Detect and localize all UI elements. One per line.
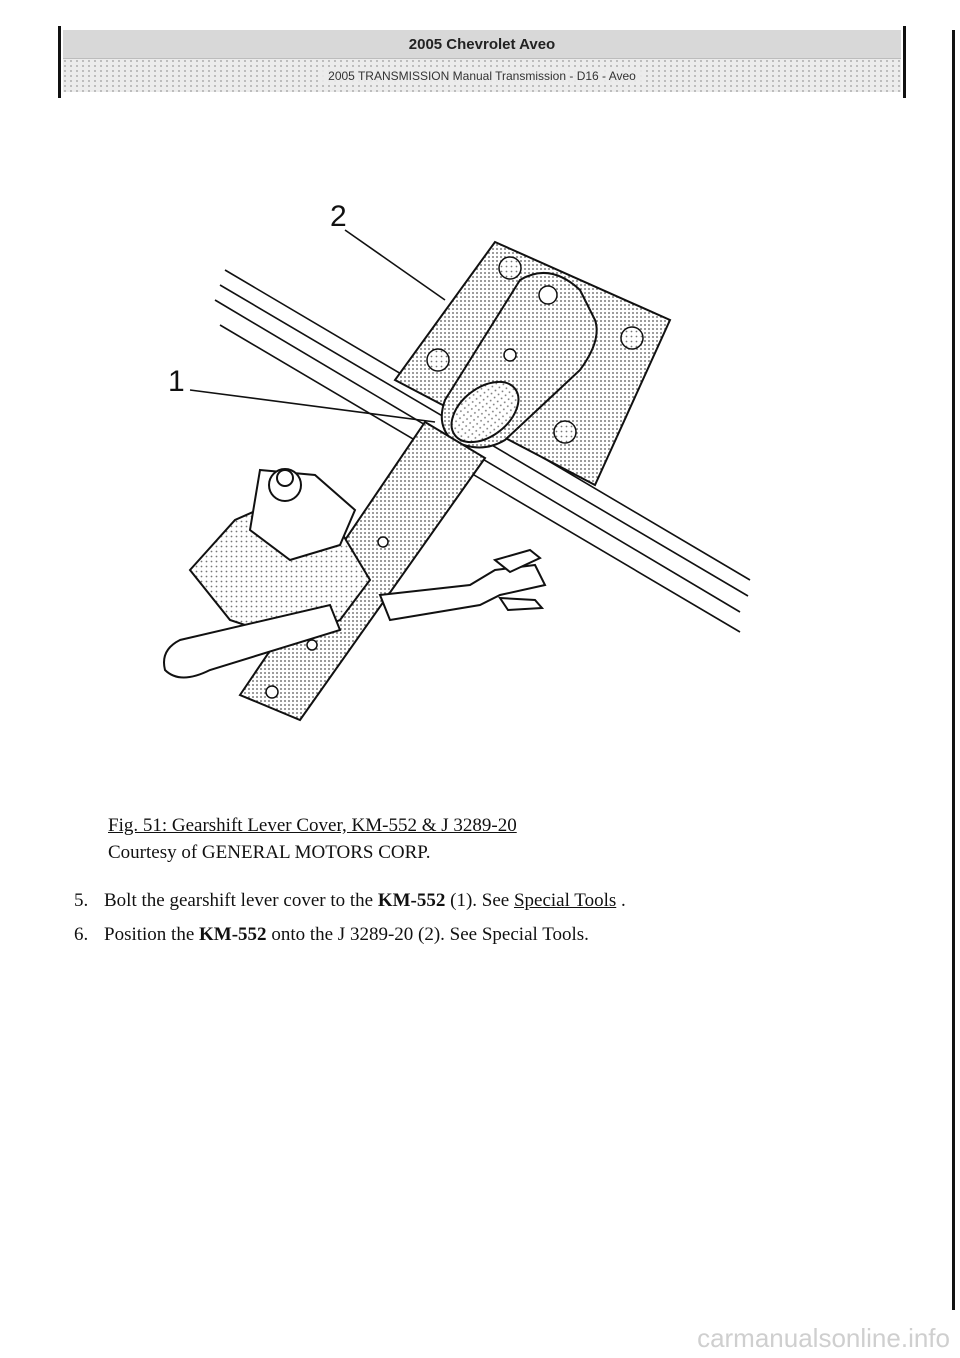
procedure-steps: 5. Bolt the gearshift lever cover to the… bbox=[74, 884, 626, 952]
header-subtitle-bar: 2005 TRANSMISSION Manual Transmission - … bbox=[63, 59, 901, 92]
step-text-part: onto the J 3289-20 (2). See Special Tool… bbox=[266, 924, 589, 945]
site-watermark: carmanualsonline.info bbox=[697, 1323, 950, 1353]
gearshift-lever-cover-drawing bbox=[163, 229, 751, 722]
header-right-rule bbox=[903, 26, 906, 98]
step-text-part: . bbox=[616, 890, 626, 911]
step-number: 6. bbox=[74, 924, 89, 945]
header-title-bar: 2005 Chevrolet Aveo bbox=[63, 30, 901, 59]
step-5: 5. Bolt the gearshift lever cover to the… bbox=[74, 884, 626, 918]
figure-courtesy: Courtesy of GENERAL MOTORS CORP. bbox=[108, 842, 431, 863]
step-text: Position the KM-552 onto the J 3289-20 (… bbox=[104, 918, 589, 952]
step-text: Bolt the gearshift lever cover to the KM… bbox=[104, 884, 626, 918]
header-title: 2005 Chevrolet Aveo bbox=[408, 35, 556, 53]
header-left-rule bbox=[58, 26, 61, 98]
callout-2: 2 bbox=[330, 200, 347, 233]
scan-edge-line bbox=[952, 30, 955, 1310]
page-header: 2005 Chevrolet Aveo 2005 TRANSMISSION Ma… bbox=[58, 26, 906, 98]
step-6: 6. Position the KM-552 onto the J 3289-2… bbox=[74, 918, 626, 952]
figure-caption: Fig. 51: Gearshift Lever Cover, KM-552 &… bbox=[108, 812, 517, 866]
figure-illustration: 2 1 bbox=[140, 200, 760, 760]
header-subtitle: 2005 TRANSMISSION Manual Transmission - … bbox=[322, 67, 642, 84]
tool-name: KM-552 bbox=[377, 890, 446, 911]
callout-1: 1 bbox=[168, 365, 185, 398]
tool-name: KM-552 bbox=[199, 924, 267, 945]
step-number: 5. bbox=[74, 890, 89, 911]
step-text-part: Position the bbox=[104, 924, 200, 945]
figure-title-link[interactable]: Fig. 51: Gearshift Lever Cover, KM-552 &… bbox=[108, 815, 517, 836]
step-text-part: Bolt the gearshift lever cover to the bbox=[104, 890, 378, 911]
step-text-part: (1). See bbox=[445, 890, 514, 911]
special-tools-link[interactable]: Special Tools bbox=[513, 890, 617, 911]
